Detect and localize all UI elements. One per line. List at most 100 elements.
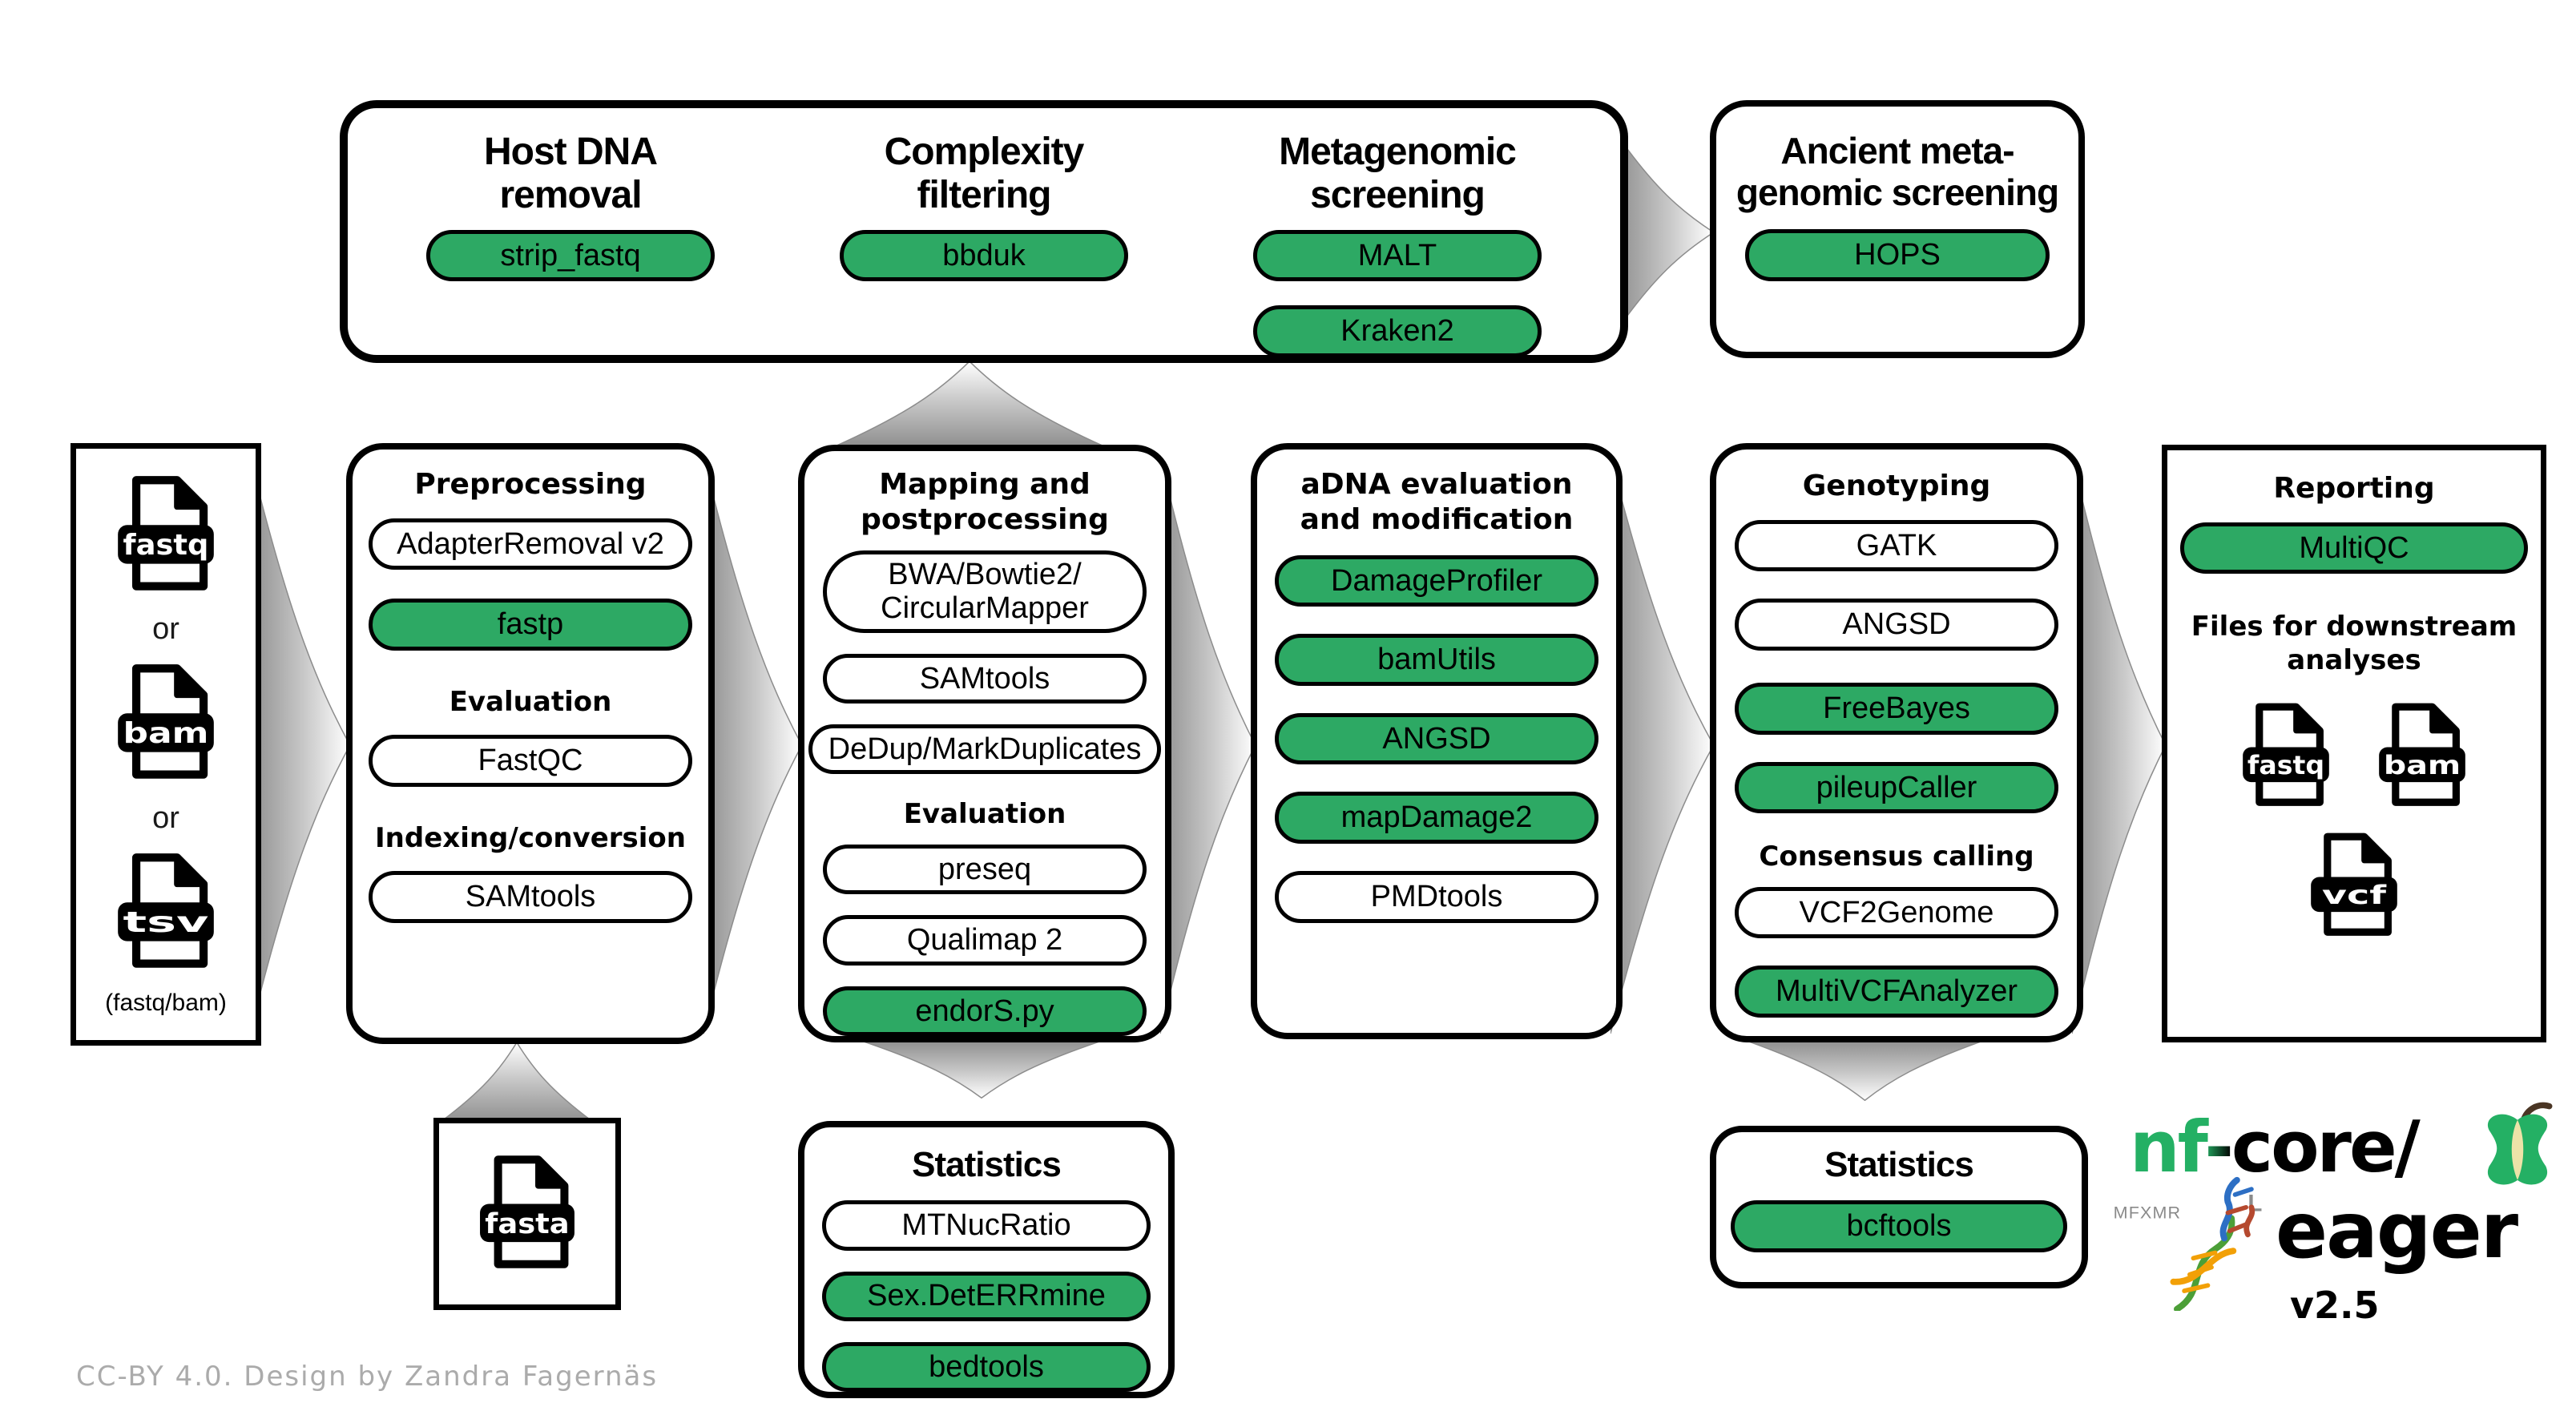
input-files-box: fastq or bam or tsv (fastq/bam) — [71, 443, 261, 1046]
tool-pill-fastqc: FastQC — [369, 735, 692, 788]
flow-arrow-screening-to-ancient — [1617, 135, 1715, 330]
adna-evaluation-box: aDNA evaluation and modification DamageP… — [1251, 443, 1623, 1039]
flow-arrow-mapping-to-adna — [1160, 457, 1256, 1034]
tool-pill-dedup-markduplicates: DeDup/MarkDuplicates — [808, 724, 1161, 775]
box-title: Statistics — [1824, 1145, 1974, 1184]
tool-pill-kraken2: Kraken2 — [1253, 305, 1542, 357]
tool-pill-mtnucratio: MTNucRatio — [822, 1200, 1151, 1251]
flow-arrow-genotyping-to-statistics — [1747, 1041, 1983, 1101]
logo-eager-text: eager — [2276, 1186, 2518, 1276]
evaluation-heading: Evaluation — [449, 686, 612, 718]
fastq-file-icon: fastq — [2243, 703, 2329, 807]
input-formats-caption: (fastq/bam) — [105, 989, 227, 1016]
or-label: or — [152, 800, 179, 835]
host-dna-removal-section: Host DNA removal strip_fastq — [364, 108, 777, 282]
flow-arrow-adna-to-genotyping — [1611, 457, 1715, 1034]
flow-arrow-mapping-to-statistics — [861, 1041, 1102, 1099]
metagenomic-screening-section: Metagenomic screening MALT Kraken2 — [1191, 108, 1604, 357]
flow-arrow-genotyping-to-reporting — [2072, 457, 2167, 1034]
tool-pill-multiqc: MultiQC — [2180, 522, 2528, 575]
flow-arrow-input-to-preprocessing — [250, 457, 351, 1034]
tool-pill-bcftools: bcftools — [1731, 1200, 2067, 1252]
svg-text:fastq: fastq — [123, 529, 209, 562]
tool-pill-damageprofiler: DamageProfiler — [1275, 554, 1598, 607]
tool-pill-hops: HOPS — [1745, 229, 2050, 281]
box-title: Statistics — [912, 1145, 1062, 1184]
svg-text:tsv: tsv — [123, 906, 209, 939]
tool-pill-multivcfanalyzer: MultiVCFAnalyzer — [1735, 966, 2058, 1018]
dna-helix-icon: MFXMR L — [2110, 1175, 2271, 1315]
tool-pill-bamutils: bamUtils — [1275, 634, 1598, 686]
svg-text:bam: bam — [2384, 750, 2461, 780]
box-title: Reporting — [2273, 472, 2435, 505]
section-title: Host DNA removal — [484, 131, 658, 216]
tool-pill-samtools: SAMtools — [369, 871, 692, 924]
nf-core-eager-logo: nf-core/ MFXMR L eager v2.5 — [2114, 1102, 2572, 1362]
tool-pill-samtools: SAMtools — [823, 653, 1147, 704]
tool-pill-mappers: BWA/Bowtie2/ CircularMapper — [823, 550, 1147, 633]
tool-pill-sexdeterrmine: Sex.DetERRmine — [822, 1271, 1151, 1321]
bam-file-icon: bam — [118, 664, 214, 780]
files-downstream-heading: Files for downstream analyses — [2191, 611, 2518, 676]
section-title: Complexity filtering — [884, 131, 1085, 216]
box-title: Mapping and postprocessing — [861, 468, 1109, 536]
reporting-box: Reporting MultiQC Files for downstream a… — [2162, 445, 2546, 1042]
fastq-file-icon: fastq — [118, 476, 214, 591]
bam-file-icon: bam — [2379, 703, 2465, 807]
tool-pill-gatk: GATK — [1735, 519, 2058, 572]
logo-dash: - — [2204, 1106, 2233, 1188]
tool-pill-adapterremoval: AdapterRemoval v2 — [369, 518, 692, 570]
preprocessing-box: Preprocessing AdapterRemoval v2 fastp Ev… — [346, 443, 715, 1044]
evaluation-heading: Evaluation — [903, 798, 1066, 831]
rune-text: MFXMR — [2114, 1203, 2182, 1222]
section-title: Metagenomic screening — [1279, 131, 1517, 216]
tool-pill-endors: endorS.py — [823, 986, 1147, 1037]
tool-pill-freebayes: FreeBayes — [1735, 683, 2058, 735]
logo-nf-text: nf — [2130, 1106, 2207, 1188]
fasta-file-icon: fasta — [480, 1155, 574, 1268]
logo-version: v2.5 — [2290, 1284, 2380, 1327]
indexing-conversion-heading: Indexing/conversion — [375, 822, 686, 855]
statistics-mapping-box: Statistics MTNucRatio Sex.DetERRmine bed… — [798, 1121, 1175, 1398]
complexity-filtering-section: Complexity filtering bbduk — [777, 108, 1191, 282]
consensus-calling-heading: Consensus calling — [1759, 841, 2034, 873]
tool-pill-malt: MALT — [1253, 229, 1542, 282]
fasta-reference-box: fasta — [433, 1118, 621, 1310]
box-title: Ancient meta- genomic screening — [1735, 130, 2059, 213]
tsv-file-icon: tsv — [118, 853, 214, 968]
apple-core-icon — [2477, 1099, 2558, 1198]
logo-core-text: core/ — [2231, 1106, 2421, 1188]
genotyping-box: Genotyping GATK ANGSD FreeBayes pileupCa… — [1710, 443, 2083, 1042]
tool-pill-qualimap2: Qualimap 2 — [823, 915, 1147, 966]
tool-pill-fastp: fastp — [369, 599, 692, 651]
tool-pill-preseq: preseq — [823, 844, 1147, 895]
tool-pill-bbduk: bbduk — [840, 229, 1128, 282]
tool-pill-angsd: ANGSD — [1275, 712, 1598, 765]
svg-text:bam: bam — [123, 718, 209, 751]
tool-pill-strip-fastq: strip_fastq — [426, 229, 715, 282]
vcf-file-icon: vcf — [2311, 833, 2397, 937]
tool-pill-bedtools: bedtools — [822, 1341, 1151, 1393]
svg-text:vcf: vcf — [2322, 880, 2388, 910]
box-title: Genotyping — [1802, 470, 1991, 502]
or-label: or — [152, 612, 179, 647]
tool-pill-mapdamage2: mapDamage2 — [1275, 792, 1598, 844]
box-title: aDNA evaluation and modification — [1300, 468, 1574, 536]
box-title: Preprocessing — [414, 468, 647, 501]
tool-pill-angsd: ANGSD — [1735, 599, 2058, 651]
svg-text:fasta: fasta — [485, 1207, 569, 1240]
tool-pill-vcf2genome: VCF2Genome — [1735, 886, 2058, 939]
mapping-postprocessing-box: Mapping and postprocessing BWA/Bowtie2/ … — [798, 445, 1171, 1042]
flow-arrow-fasta-to-preprocessing — [441, 1042, 593, 1122]
statistics-genotyping-box: Statistics bcftools — [1710, 1126, 2088, 1288]
output-files-row: fastq bam — [2235, 699, 2473, 813]
ancient-metagenomic-screening-box: Ancient meta- genomic screening HOPS — [1710, 100, 2085, 358]
license-credit-text: CC-BY 4.0. Design by Zandra Fagernäs — [76, 1361, 659, 1393]
svg-text:fastq: fastq — [2247, 750, 2324, 780]
screening-box: Host DNA removal strip_fastq Complexity … — [340, 100, 1628, 363]
tool-pill-pileupcaller: pileupCaller — [1735, 761, 2058, 814]
flow-arrow-mapping-to-screening — [833, 361, 1106, 447]
flow-arrow-preprocessing-to-mapping — [703, 457, 803, 1034]
logo-brand-text: nf-core/ — [2130, 1106, 2421, 1188]
